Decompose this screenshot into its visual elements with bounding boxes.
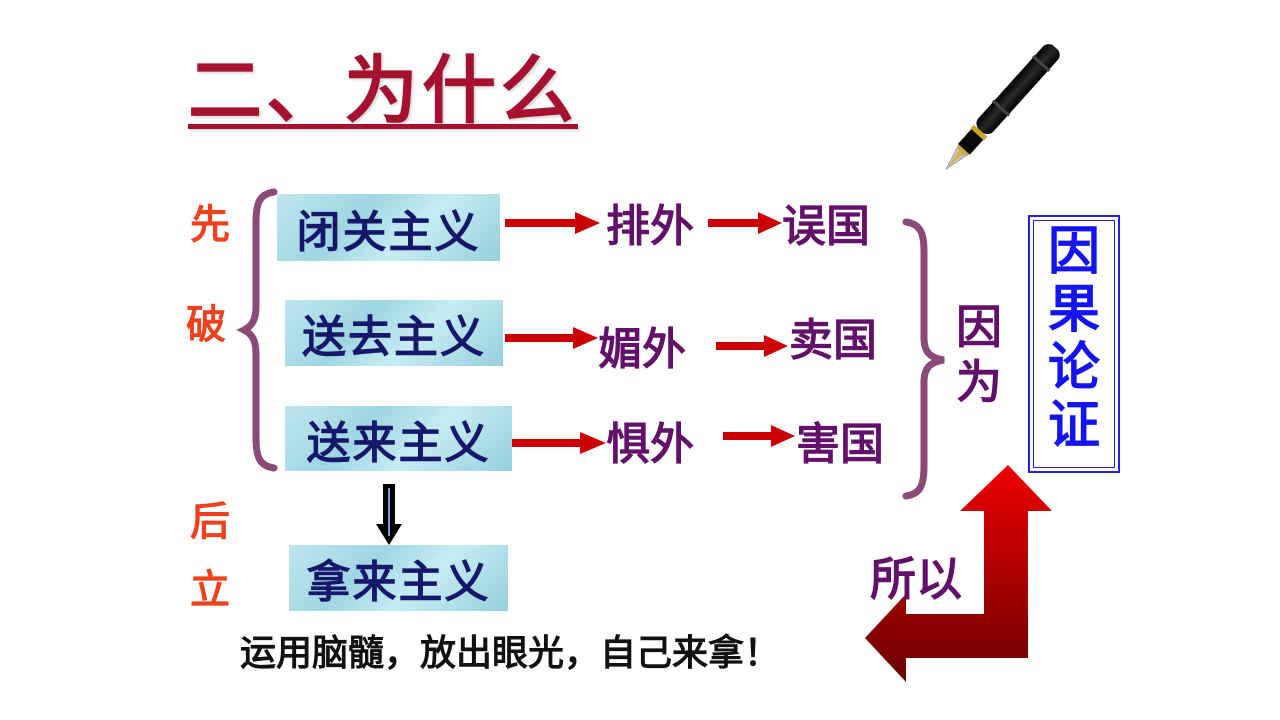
therefore-label: 所以 (870, 552, 962, 606)
result-betray-country: 卖国 (789, 315, 877, 366)
argument-char-3: 论 (1047, 338, 1100, 398)
bent-arrow-icon (865, 465, 1052, 682)
arrow-right-icon (716, 335, 788, 357)
fountain-pen-icon (945, 44, 1060, 170)
result-harm-country: 害国 (796, 419, 884, 470)
reaction-flatter: 媚外 (598, 324, 686, 375)
result-mislead-country: 误国 (782, 201, 870, 252)
label-first-break-2: 破 (186, 302, 226, 348)
reaction-fear: 惧外 (606, 419, 694, 470)
arrow-right-icon (708, 212, 782, 234)
label-then-establish-2: 立 (190, 567, 230, 613)
arrow-right-icon (505, 212, 600, 234)
page-title: 二、为什么 (188, 48, 578, 134)
argument-char-2: 果 (1047, 280, 1100, 340)
argument-type-box: 因 果 论 证 (1028, 215, 1120, 473)
ism-box-closed-door: 闭关主义 (277, 194, 500, 261)
label-then-establish-1: 后 (190, 499, 230, 545)
right-brace-icon (902, 218, 945, 500)
argument-char-1: 因 (1047, 222, 1100, 282)
because-char-1: 因 (956, 300, 1002, 354)
arrow-right-icon (512, 432, 606, 454)
left-brace-icon (236, 188, 278, 472)
arrow-right-icon (723, 425, 795, 447)
ism-box-sent-in: 送来主义 (285, 406, 512, 471)
argument-char-4: 证 (1047, 396, 1100, 456)
because-char-2: 为 (956, 355, 1002, 409)
ism-box-take-in: 拿来主义 (289, 545, 508, 611)
ism-box-sending-out: 送去主义 (285, 300, 503, 366)
because-label: 因 为 (954, 300, 1004, 410)
arrow-right-icon (505, 327, 598, 349)
reaction-exclude: 排外 (606, 201, 694, 252)
label-first-break-1: 先 (190, 202, 230, 248)
arrow-down-icon (376, 484, 402, 545)
bottom-slogan: 运用脑髓，放出眼光，自己来拿！ (240, 633, 781, 674)
